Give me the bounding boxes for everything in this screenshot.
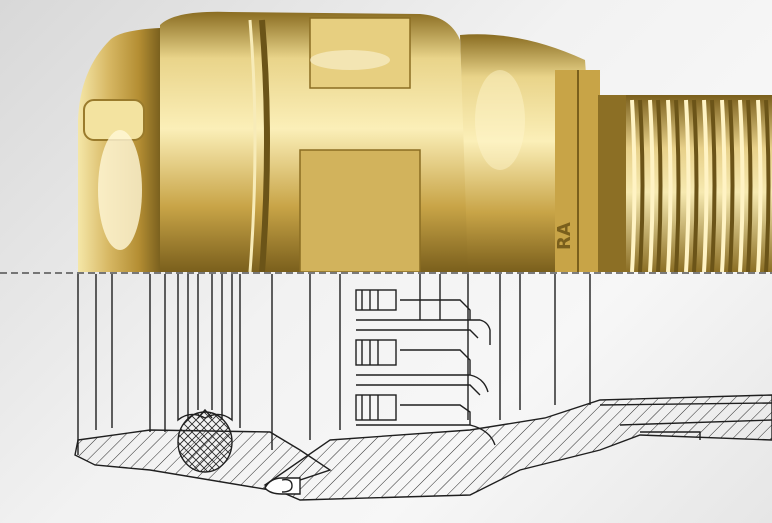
- thread-groove: [710, 99, 717, 272]
- thread-ridge: [684, 99, 691, 272]
- thread-ridges: [630, 99, 771, 272]
- thread-groove: [692, 99, 699, 272]
- thread-ridge: [702, 99, 709, 272]
- thread-groove: [746, 99, 753, 272]
- thread-ridge: [720, 99, 727, 272]
- thread-ridge: [738, 99, 745, 272]
- brass-fitting-photo: RA: [78, 11, 772, 272]
- thread-ridge: [756, 99, 763, 272]
- thread-ridge: [648, 99, 655, 272]
- thread-groove: [656, 99, 663, 272]
- thread-groove: [764, 99, 771, 272]
- fitting-marking: RA: [554, 222, 575, 250]
- thread-groove: [674, 99, 681, 272]
- thread-ridge: [630, 99, 637, 272]
- thread-groove: [728, 99, 735, 272]
- thread-groove: [638, 99, 645, 272]
- thread-ridge: [666, 99, 673, 272]
- cross-section-drawing: [74, 274, 772, 501]
